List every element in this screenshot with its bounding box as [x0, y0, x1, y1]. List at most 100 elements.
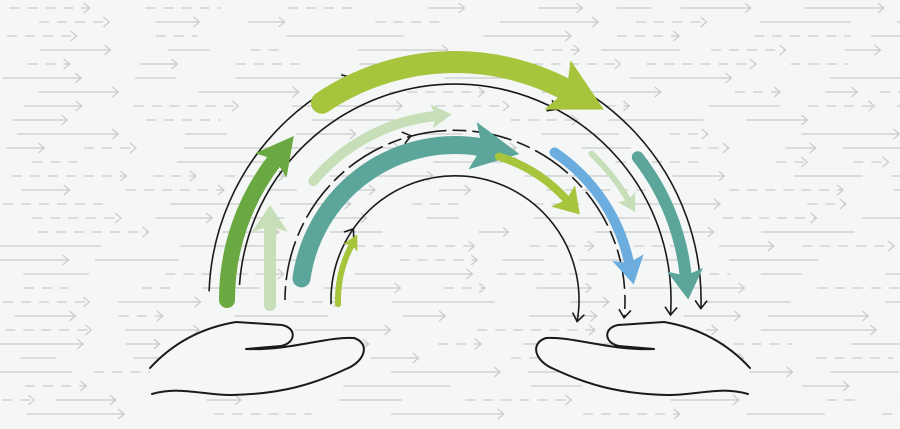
arrow-arc [588, 150, 632, 203]
arrow-head [868, 100, 876, 112]
background-arrow-icon [711, 44, 787, 56]
background-arrow-icon [768, 310, 870, 322]
arrow-head [60, 114, 69, 126]
arrow-head [738, 282, 746, 294]
arrow-head [477, 86, 486, 98]
arrow-icon [549, 147, 644, 285]
arrow-head [497, 408, 505, 420]
right-hand-icon [535, 321, 751, 396]
background-arrow-icon [7, 30, 78, 42]
background-arrow-icon [294, 296, 341, 308]
arrow-head [573, 44, 581, 56]
background-arrow-icon [499, 16, 600, 28]
arrow-icon [252, 205, 288, 311]
arrow-head [672, 30, 681, 42]
arrow-icon [308, 104, 452, 187]
arrow-head [588, 324, 596, 336]
arrow-head [584, 282, 593, 294]
arrowhead [343, 234, 358, 252]
arrow-head [466, 268, 474, 280]
colored-arrow-arcs [219, 51, 704, 311]
arrow-head [349, 128, 357, 140]
background-arrow-icon [5, 324, 93, 336]
background-arrow-icon [403, 310, 447, 322]
background-arrow-icon [118, 310, 164, 322]
background-arrow-icon [11, 170, 128, 182]
background-arrow-icon [55, 394, 117, 406]
background-arrow-icon [891, 175, 900, 177]
arrow-head [861, 310, 870, 322]
arrowhead [612, 254, 644, 285]
background-arrow-icon [125, 338, 161, 350]
background-arrow-icon [291, 100, 404, 112]
background-arrow-icon [616, 324, 719, 336]
arrow-arc [310, 51, 578, 114]
background-arrow-icon [435, 100, 510, 112]
background-arrow-icon [84, 142, 137, 154]
arrowhead [430, 104, 452, 129]
arrow-head [590, 310, 598, 322]
background-arrow-icon [24, 100, 83, 112]
arrow-head [171, 58, 179, 70]
arrow-head [893, 128, 900, 140]
arrow-head [63, 58, 71, 70]
arrow-head [205, 212, 214, 224]
arrow-head [713, 198, 722, 210]
arrow-head [493, 366, 502, 378]
background-arrow-icon [690, 142, 730, 154]
arrow-head [869, 324, 878, 336]
arrow-head [438, 310, 447, 322]
background-arrow-icon [438, 184, 472, 196]
arrow-head [114, 212, 122, 224]
arrow-head [725, 72, 733, 84]
arrow-head [412, 352, 420, 364]
arrow-head [75, 100, 83, 112]
arrow-head [384, 324, 392, 336]
arrow-head [564, 30, 573, 42]
arrow-head [564, 394, 573, 406]
background-arrow-icon [2, 72, 83, 84]
arrow-head [773, 86, 782, 98]
arrow-head [189, 170, 197, 182]
arrow-head [464, 184, 472, 196]
arrow-head [700, 16, 708, 28]
arrow-icon [588, 150, 636, 213]
background-arrow-icon [670, 394, 740, 406]
arrow-icon [310, 51, 604, 114]
background-arrow-icon [12, 114, 69, 126]
background-arrow-icon [862, 217, 900, 219]
arrow-head [882, 156, 890, 168]
chevron-icon [571, 312, 585, 323]
background-arrow-icon [155, 16, 201, 28]
background-arrow-icon [870, 35, 900, 37]
background-arrow-icon [371, 352, 420, 364]
arrow-head [111, 86, 120, 98]
background-arrow-icon [538, 2, 584, 14]
background-arrow-icon [443, 282, 486, 294]
background-arrow-icon [14, 310, 77, 322]
background-arrow-icon [399, 254, 479, 266]
arrow-head [111, 128, 120, 140]
background-arrow-icon [669, 128, 709, 140]
background-arrow-icon [38, 86, 120, 98]
arrow-head [576, 2, 584, 14]
background-arrow-icon [536, 282, 593, 294]
arrow-head [786, 366, 794, 378]
background-arrow-icon [646, 58, 757, 70]
background-arrow-icon [38, 226, 150, 238]
arrow-head [362, 338, 370, 350]
background-arrow-icon [355, 240, 476, 252]
arrow-head [194, 296, 202, 308]
background-arrow-icon [745, 114, 809, 126]
background-arrow-icon [844, 44, 882, 56]
background-arrow-icon [830, 77, 900, 79]
background-arrow-icon [734, 86, 782, 98]
background-arrow-icon [853, 156, 890, 168]
background-arrow-icon [529, 310, 598, 322]
arrow-arc [494, 152, 571, 204]
arrow-head [394, 282, 402, 294]
background-arrow-icon [118, 296, 202, 308]
background-arrow-icon [390, 408, 505, 420]
arrow-head [877, 2, 885, 14]
arrow-head [732, 394, 740, 406]
